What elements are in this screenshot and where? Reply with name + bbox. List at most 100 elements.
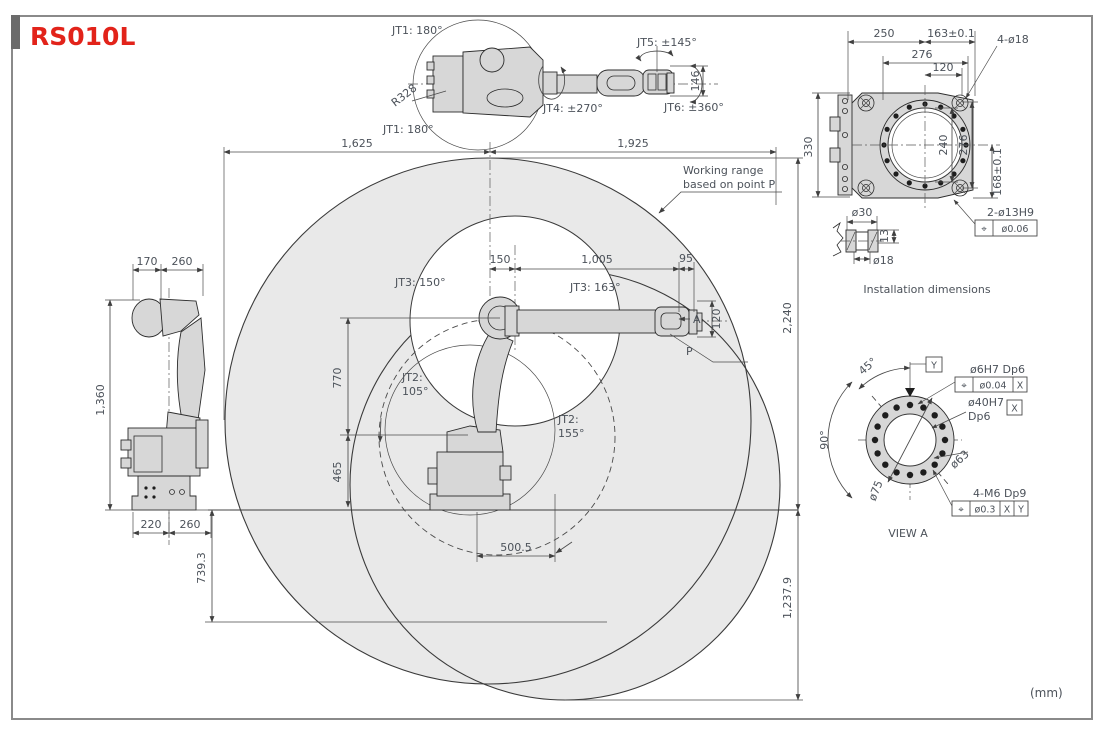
fcf-install: ⌖ ø0.06 bbox=[974, 219, 1038, 237]
dim-276-right: 276 bbox=[957, 135, 970, 156]
working-range-view: 1,625 1,925 2,240 1,237.9 770 465 739.3 … bbox=[195, 137, 803, 701]
label-d40-1: ø40H7 bbox=[968, 396, 1004, 409]
label-d75: ø75 bbox=[866, 479, 886, 503]
dim-2240: 2,240 bbox=[781, 302, 794, 334]
installation-view: 250 163±0.1 276 120 4-ø18 330 240 276 16… bbox=[802, 27, 1038, 296]
dim-500: 500.5 bbox=[500, 541, 532, 554]
note-line2: based on point P bbox=[683, 178, 775, 191]
dim-465: 465 bbox=[331, 462, 344, 483]
fcf-m6: ⌖ ø0.3 X Y bbox=[951, 500, 1029, 517]
label-p: P bbox=[686, 345, 693, 358]
label-r328: R328 bbox=[389, 81, 420, 109]
label-jt2b-1: JT2: bbox=[557, 413, 579, 426]
dim-120-inst: 120 bbox=[933, 61, 954, 74]
label-jt2b-2: 155° bbox=[558, 427, 585, 440]
leader-m6 bbox=[932, 469, 953, 507]
dim-260-bottom: 260 bbox=[180, 518, 201, 531]
label-jt2a-1: JT2: bbox=[401, 371, 423, 384]
label-jt5: JT5: ±145° bbox=[636, 36, 697, 49]
leader-4d18 bbox=[965, 45, 998, 99]
label-d40-2: Dp6 bbox=[968, 410, 990, 423]
dim-260-top: 260 bbox=[172, 255, 193, 268]
dim-170: 170 bbox=[137, 255, 158, 268]
dim-1625: 1,625 bbox=[341, 137, 373, 150]
bolt-section-detail bbox=[832, 221, 884, 257]
corner-tab bbox=[11, 15, 20, 49]
datum-y: Y bbox=[930, 361, 937, 372]
label-jt4: JT4: ±270° bbox=[542, 102, 603, 115]
dim-250: 250 bbox=[874, 27, 895, 40]
working-range-outline-rear bbox=[224, 157, 752, 685]
dim-13: 13 bbox=[878, 229, 891, 243]
dim-1237: 1,237.9 bbox=[781, 577, 794, 619]
fcf-symbol: ⌖ bbox=[981, 224, 987, 235]
base-plate-drawing bbox=[829, 85, 1000, 210]
dim-1005: 1,005 bbox=[581, 253, 613, 266]
fcf2-symbol: ⌖ bbox=[958, 505, 964, 516]
fcf-d6: ⌖ ø0.04 X bbox=[954, 376, 1028, 393]
jt5-rotation-arrow bbox=[635, 49, 674, 62]
dim-1360: 1,360 bbox=[94, 384, 107, 416]
label-m6: 4-M6 Dp9 bbox=[973, 487, 1026, 500]
dim-150: 150 bbox=[490, 253, 511, 266]
r328-leader bbox=[411, 90, 447, 102]
view-a-caption: VIEW A bbox=[888, 527, 928, 540]
fcf1-symbol: ⌖ bbox=[961, 381, 967, 392]
label-a: A bbox=[693, 313, 701, 326]
dim-1925: 1,925 bbox=[617, 137, 649, 150]
arc-90 bbox=[827, 381, 853, 499]
dim-95: 95 bbox=[679, 252, 693, 265]
dim-770: 770 bbox=[331, 368, 344, 389]
frame-border bbox=[11, 15, 1093, 720]
dim-d18: ø18 bbox=[873, 254, 894, 267]
robot-top-silhouette bbox=[426, 46, 675, 118]
fcf2-tol: ø0.3 bbox=[975, 505, 996, 516]
view-a: Y 45° 90° ø6H7 Dp6 ⌖ ø0.04 X ø40H7 Dp6 X… bbox=[818, 355, 1029, 540]
leader-d40 bbox=[931, 411, 967, 429]
top-view: 146 JT1: 180° JT1: 180° R328 JT4: ±270° … bbox=[382, 19, 724, 151]
datum-y-triangle bbox=[905, 388, 915, 397]
angle-45: 45° bbox=[856, 355, 879, 377]
note-leader bbox=[658, 191, 782, 214]
installation-caption: Installation dimensions bbox=[863, 283, 990, 296]
fcf2-datum2: Y bbox=[1017, 505, 1024, 516]
label-2d13: 2-ø13H9 bbox=[987, 206, 1034, 219]
dim-276-top: 276 bbox=[912, 48, 933, 61]
leader-d6 bbox=[917, 381, 956, 405]
arc-45 bbox=[858, 365, 911, 390]
label-d6: ø6H7 Dp6 bbox=[970, 363, 1025, 376]
units-label: (mm) bbox=[1030, 686, 1063, 700]
fcf-tol: ø0.06 bbox=[1002, 224, 1029, 235]
datum-x-box bbox=[1006, 399, 1023, 416]
note-line1: Working range bbox=[683, 164, 764, 177]
dim-146: 146 bbox=[689, 71, 702, 92]
dim-163: 163±0.1 bbox=[927, 27, 975, 40]
page-title: RS010L bbox=[30, 22, 135, 51]
label-jt2a-2: 105° bbox=[402, 385, 429, 398]
dim-d75-line bbox=[887, 397, 933, 483]
dim-d30: ø30 bbox=[852, 206, 873, 219]
leader-2d13 bbox=[953, 199, 976, 225]
angle-90: 90° bbox=[818, 430, 831, 450]
dim-330: 330 bbox=[802, 137, 815, 158]
robot-side-silhouette bbox=[120, 298, 209, 511]
fcf1-tol: ø0.04 bbox=[980, 381, 1007, 392]
dim-739: 739.3 bbox=[195, 552, 208, 584]
dim-168: 168±0.1 bbox=[991, 148, 1004, 196]
jt2-105-arc-arrow bbox=[377, 417, 383, 443]
fcf1-datum: X bbox=[1017, 381, 1024, 392]
label-4d18: 4-ø18 bbox=[997, 33, 1029, 46]
label-jt6: JT6: ±360° bbox=[663, 101, 724, 114]
label-jt1-top: JT1: 180° bbox=[391, 24, 443, 37]
jt4-rotation-arrow bbox=[538, 65, 567, 100]
dim-120: 120 bbox=[710, 309, 723, 330]
point-p-leader bbox=[669, 333, 748, 363]
jt2-inner-circle bbox=[384, 344, 556, 516]
corner-lug-holes bbox=[857, 94, 969, 197]
page-frame bbox=[11, 15, 1093, 720]
datum-y-box bbox=[925, 356, 943, 373]
datum-x: X bbox=[1011, 404, 1018, 415]
dim-240: 240 bbox=[937, 135, 950, 156]
